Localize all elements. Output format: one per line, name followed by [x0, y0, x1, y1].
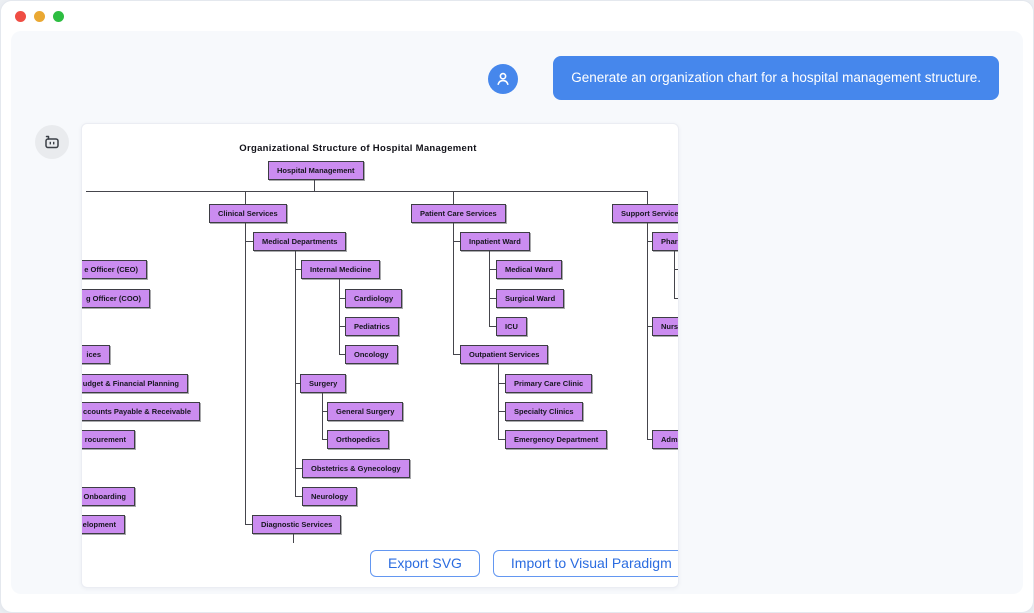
title-bar	[1, 1, 1033, 31]
zoom-button[interactable]	[53, 11, 64, 22]
node-accounts-payable-receivable-clipped: ccounts Payable & Receivable	[82, 402, 200, 421]
user-avatar	[488, 64, 518, 94]
node-outpatient-services: Outpatient Services	[460, 345, 549, 364]
node-support-services: Support Services	[612, 204, 678, 223]
node-patient-care-services: Patient Care Services	[411, 204, 506, 223]
close-button[interactable]	[15, 11, 26, 22]
node-oncology: Oncology	[345, 345, 398, 364]
node-specialty-clinics: Specialty Clinics	[505, 402, 583, 421]
node-medical-ward: Medical Ward	[496, 260, 563, 279]
node-orthopedics: Orthopedics	[327, 430, 390, 449]
user-message-bubble: Generate an organization chart for a hos…	[553, 56, 999, 100]
node-budget-financial-planning-clipped: udget & Financial Planning	[82, 374, 188, 393]
chart-actions: Export SVG Import to Visual Paradigm	[370, 550, 678, 577]
node-obstetrics-gynecology: Obstetrics & Gynecology	[302, 459, 410, 478]
minimize-button[interactable]	[34, 11, 45, 22]
node-pediatrics: Pediatrics	[345, 317, 399, 336]
node-hospital-management: Hospital Management	[268, 161, 364, 180]
node-ceo-clipped: e Officer (CEO)	[82, 260, 147, 279]
node-cardiology: Cardiology	[345, 289, 403, 308]
node-coo-clipped: g Officer (COO)	[82, 289, 150, 308]
chart-title: Organizational Structure of Hospital Man…	[239, 143, 477, 154]
node-administration-clipped: Admin	[652, 430, 678, 449]
assistant-avatar	[35, 125, 69, 159]
import-visual-paradigm-button[interactable]: Import to Visual Paradigm	[492, 550, 678, 577]
org-chart-connectors	[86, 180, 678, 543]
node-diagnostic-services: Diagnostic Services	[252, 515, 342, 534]
node-primary-care-clinic: Primary Care Clinic	[505, 374, 593, 393]
node-medical-departments: Medical Departments	[253, 232, 347, 251]
node-clinical-services: Clinical Services	[209, 204, 287, 223]
node-pharmacy-clipped: Pharm	[652, 232, 678, 251]
node-inpatient-ward: Inpatient Ward	[460, 232, 530, 251]
node-onboarding-clipped: Onboarding	[82, 487, 135, 506]
node-internal-medicine: Internal Medicine	[301, 260, 381, 279]
node-procurement-clipped: rocurement	[82, 430, 135, 449]
node-surgery: Surgery	[300, 374, 347, 393]
person-icon	[497, 72, 509, 85]
export-svg-button[interactable]: Export SVG	[370, 550, 480, 577]
robot-icon	[45, 135, 59, 149]
node-emergency-department: Emergency Department	[505, 430, 608, 449]
node-nursing-clipped: Nursin	[652, 317, 678, 336]
chart-card: Organizational Structure of Hospital Man…	[81, 123, 679, 588]
node-services-clipped: ices	[82, 345, 110, 364]
node-development-clipped: elopment	[82, 515, 125, 534]
node-icu: ICU	[496, 317, 527, 336]
node-surgical-ward: Surgical Ward	[496, 289, 565, 308]
node-neurology: Neurology	[302, 487, 358, 506]
node-general-surgery: General Surgery	[327, 402, 404, 421]
